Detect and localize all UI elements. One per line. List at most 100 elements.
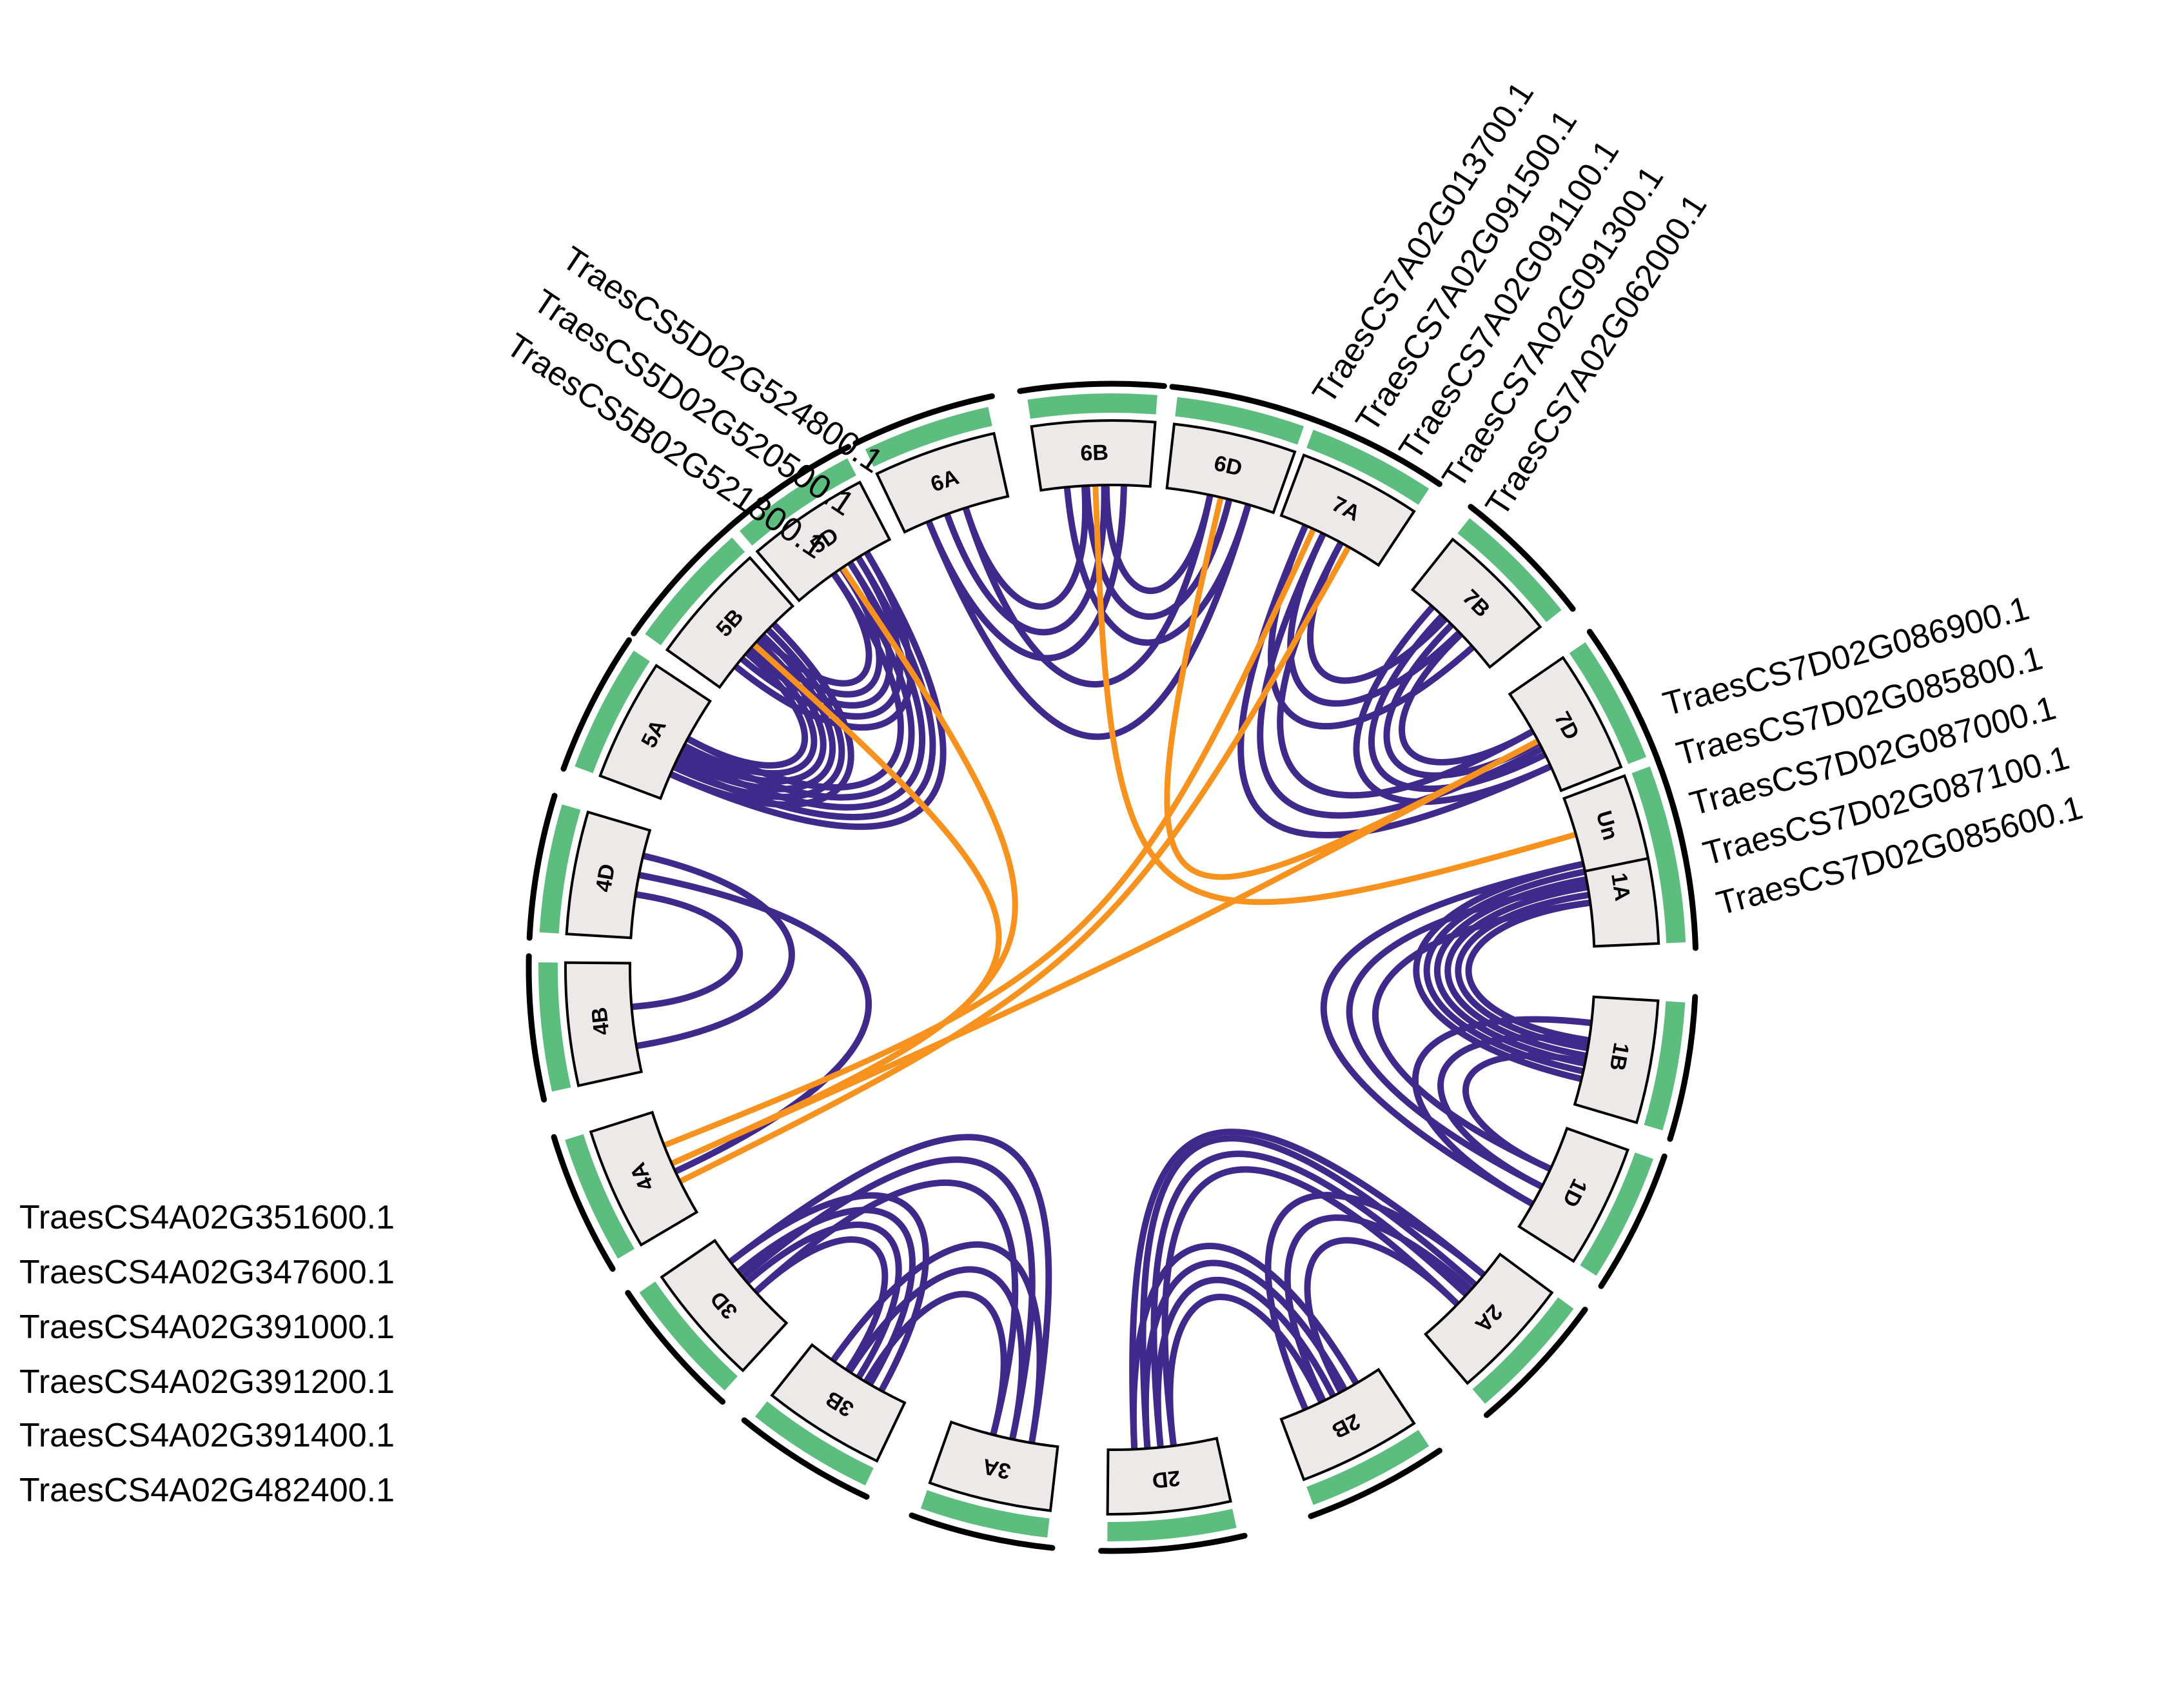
chromosome-un: Un bbox=[1562, 754, 1689, 873]
synteny-link bbox=[1423, 869, 1587, 1074]
synteny-link bbox=[1166, 1294, 1324, 1447]
chromosome-outer-arc bbox=[1017, 380, 1167, 394]
chromosome-outer-arc bbox=[1169, 384, 1316, 422]
synteny-link bbox=[1383, 622, 1541, 779]
gene-label: TraesCS4A02G482400.1 bbox=[19, 1472, 395, 1509]
chromosome-label: 2D bbox=[1151, 1465, 1181, 1492]
synteny-link bbox=[635, 853, 795, 1049]
chromosome-band bbox=[565, 1134, 635, 1259]
chromosome-outer-arc bbox=[1308, 415, 1442, 488]
chromosome-7a: 7A bbox=[1279, 415, 1442, 568]
chromosome-4a: 4A bbox=[551, 1111, 699, 1272]
chromosome-7b: 7B bbox=[1410, 504, 1576, 669]
chromosome-outer-arc bbox=[725, 444, 851, 531]
synteny-link bbox=[1129, 1129, 1486, 1451]
chromosome-3a: 3A bbox=[909, 1420, 1059, 1551]
gene-label: TraesCS4A02G347600.1 bbox=[19, 1254, 395, 1291]
synteny-link bbox=[728, 1134, 1052, 1445]
synteny-link bbox=[963, 493, 1214, 688]
synteny-link bbox=[1399, 632, 1535, 765]
synteny-link bbox=[741, 1156, 1036, 1441]
synteny-link bbox=[1462, 1052, 1587, 1172]
chromosome-box bbox=[660, 1238, 789, 1373]
synteny-link bbox=[1346, 880, 1589, 1189]
chromosome-band bbox=[1631, 766, 1675, 857]
synteny-link bbox=[1264, 1192, 1486, 1411]
chromosome-box bbox=[565, 810, 652, 940]
synteny-link bbox=[1142, 1259, 1348, 1450]
chromosome-outer-arc bbox=[909, 1512, 1056, 1551]
chromosome-outer-arc bbox=[526, 793, 558, 941]
chromosome-outer-arc bbox=[1586, 629, 1660, 762]
chromosome-box bbox=[1106, 1436, 1232, 1516]
chromosome-band bbox=[539, 804, 581, 934]
chromosome-box bbox=[1573, 995, 1660, 1125]
synteny-link bbox=[1154, 1276, 1336, 1449]
chromosome-outer-arc bbox=[625, 1290, 726, 1405]
chromosome-4d: 4D bbox=[526, 793, 652, 941]
chromosome-band bbox=[754, 1401, 874, 1486]
synteny-link bbox=[831, 1241, 1043, 1445]
chromosome-box bbox=[1279, 453, 1416, 568]
chromosome-outer-arc bbox=[1484, 1307, 1588, 1418]
links-layer bbox=[630, 484, 1593, 1451]
chromosome-6d: 6D bbox=[1165, 384, 1316, 515]
chromosome-band bbox=[920, 1490, 1050, 1538]
chromosome-outer-arc bbox=[741, 1417, 870, 1500]
chromosome-band bbox=[1027, 393, 1157, 419]
synteny-link bbox=[1368, 613, 1547, 793]
chromosome-outer-arc bbox=[551, 1134, 616, 1272]
synteny-link bbox=[759, 572, 872, 687]
chromosome-2a: 2A bbox=[1423, 1252, 1588, 1418]
chromosome-box bbox=[755, 480, 892, 603]
gene-label: TraesCS4A02G391200.1 bbox=[19, 1363, 395, 1401]
synteny-link bbox=[736, 1207, 916, 1386]
synteny-link bbox=[733, 550, 914, 731]
gene-label: TraesCS4A02G391400.1 bbox=[19, 1417, 395, 1454]
gene-label: TraesCS4A02G391000.1 bbox=[19, 1309, 395, 1346]
chromosome-4b: 4B bbox=[526, 953, 644, 1103]
synteny-link bbox=[1372, 900, 1592, 1172]
gene-label-layer: TraesCS5D02G524800.1 TraesCS5D02G520500.… bbox=[19, 75, 2087, 1509]
chromosome-band bbox=[1175, 397, 1304, 445]
chromosome-outer-arc bbox=[631, 523, 733, 637]
chromosome-outer-arc bbox=[1308, 1447, 1442, 1519]
chromosome-box bbox=[1508, 655, 1623, 793]
chromosome-5a: 5A bbox=[560, 637, 713, 800]
synteny-link bbox=[753, 566, 883, 698]
chromosome-6b: 6B bbox=[1017, 380, 1167, 492]
synteny-link bbox=[1161, 1166, 1460, 1447]
chromosome-3b: 3B bbox=[741, 1343, 907, 1500]
chromosome-band bbox=[1306, 430, 1430, 505]
chromosome-outer-arc bbox=[1468, 504, 1576, 612]
highlight-link bbox=[670, 643, 1002, 1166]
synteny-link bbox=[1353, 605, 1553, 805]
synteny-link bbox=[1130, 1243, 1359, 1451]
chromosome-band bbox=[1644, 1001, 1686, 1131]
chromosome-box bbox=[598, 664, 713, 800]
highlight-link bbox=[1164, 496, 1540, 880]
synteny-link bbox=[1320, 861, 1585, 1207]
highlight-link bbox=[1092, 484, 1577, 905]
chromosome-band bbox=[1472, 1297, 1574, 1404]
chromosome-outer-arc bbox=[852, 393, 995, 446]
chromosome-box bbox=[665, 556, 795, 689]
chromosome-3d: 3D bbox=[625, 1238, 789, 1405]
chromosome-label: 1B bbox=[1604, 1041, 1633, 1072]
synteny-link bbox=[630, 891, 743, 1010]
chromosome-outer-arc bbox=[1653, 754, 1689, 860]
chromosome-box bbox=[1517, 1127, 1629, 1263]
chromosome-box bbox=[770, 1343, 907, 1463]
chromosome-outer-arc bbox=[526, 953, 547, 1103]
synteny-link bbox=[754, 1236, 889, 1372]
chromosome-box bbox=[1410, 537, 1542, 669]
chromosome-box bbox=[589, 1111, 699, 1247]
chromosome-box bbox=[1165, 422, 1297, 515]
chromosome-box bbox=[1279, 1367, 1416, 1481]
synteny-link bbox=[728, 1192, 929, 1392]
gene-label: TraesCS4A02G351600.1 bbox=[19, 1199, 395, 1236]
synteny-link bbox=[1304, 1237, 1460, 1394]
chromosome-band bbox=[639, 1281, 738, 1391]
chromosome-1b: 1B bbox=[1573, 994, 1698, 1142]
